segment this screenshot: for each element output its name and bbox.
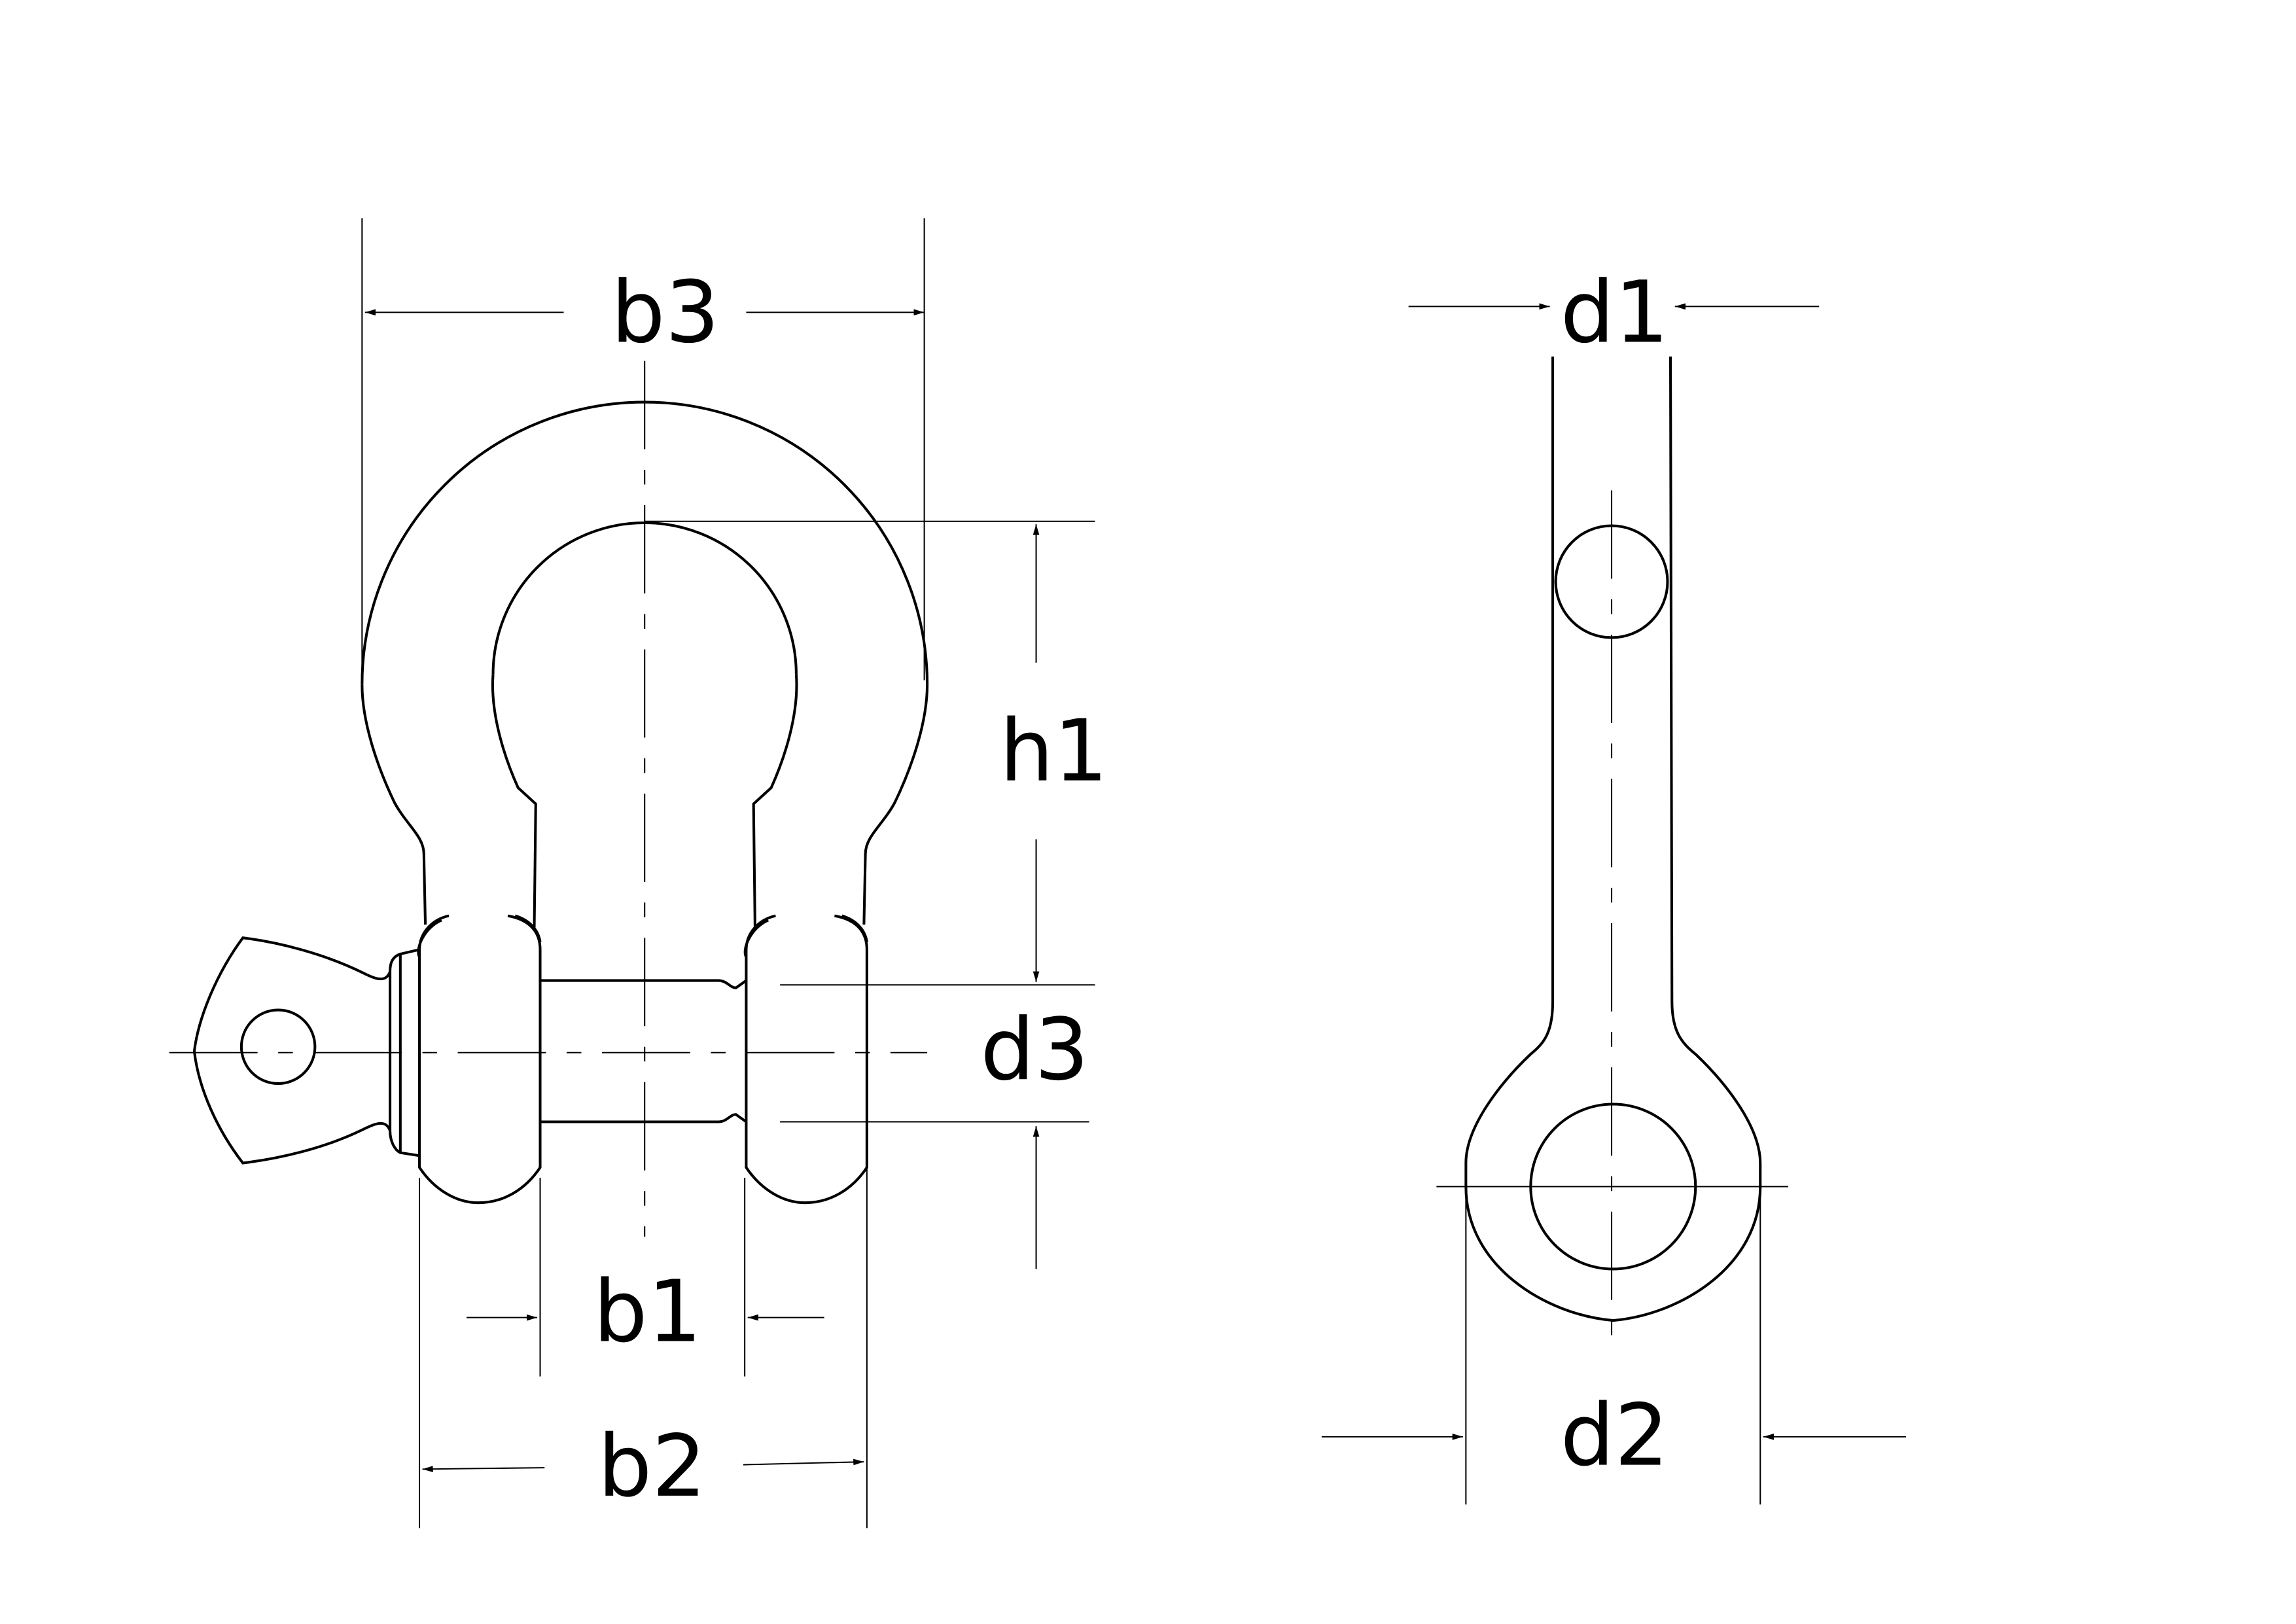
wing-hole <box>239 1008 317 1086</box>
label-b1: b1 <box>593 1262 702 1362</box>
label-d1: d1 <box>1561 262 1669 362</box>
front-view <box>169 361 929 1237</box>
side-view <box>1436 356 1788 1343</box>
left-leg <box>361 674 537 928</box>
front-dimensions: b3 h1 d3 b1 b2 <box>361 218 1108 1528</box>
left-boss <box>417 914 542 1205</box>
side-body <box>1464 356 1762 1322</box>
right-boss <box>743 914 868 1205</box>
label-h1: h1 <box>1000 701 1108 801</box>
label-d3: d3 <box>980 1000 1089 1099</box>
label-b3: b3 <box>611 262 720 362</box>
pin <box>540 979 747 1123</box>
pin-head <box>389 948 420 1157</box>
label-b2: b2 <box>598 1417 707 1516</box>
side-dimensions: d1 d2 <box>1321 262 1906 1505</box>
label-d2: d2 <box>1561 1386 1669 1485</box>
pin-wing <box>192 936 391 1165</box>
right-leg <box>752 674 929 928</box>
